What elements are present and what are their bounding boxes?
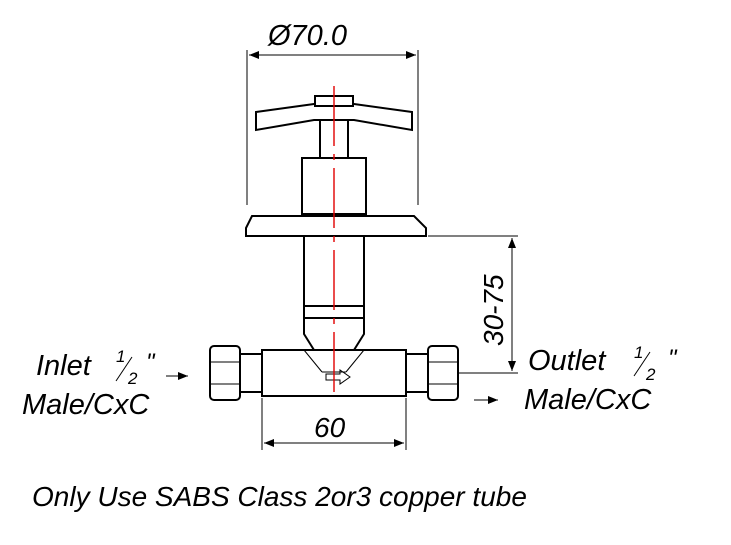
outlet-label: Outlet 1 2 " Male/CxC	[524, 343, 678, 416]
outlet-inch-mark: "	[668, 345, 678, 372]
outlet-word: Outlet	[528, 345, 607, 377]
outlet-fraction-numerator: 1	[634, 343, 643, 362]
diameter-label: Ø70.0	[267, 20, 347, 52]
height-dimension: 30-75	[428, 235, 518, 374]
inlet-label: Inlet 1 2 " Male/CxC	[22, 347, 156, 421]
inlet-type: Male/CxC	[22, 389, 150, 421]
usage-note: Only Use SABS Class 2or3 copper tube	[32, 481, 527, 512]
inlet-word: Inlet	[36, 350, 93, 382]
inlet-inch-mark: "	[146, 349, 156, 376]
inlet-fraction-numerator: 1	[116, 347, 125, 366]
inlet-fraction-denominator: 2	[127, 369, 138, 388]
height-label: 30-75	[478, 274, 509, 346]
outlet-type: Male/CxC	[524, 384, 652, 416]
outlet-fitting	[405, 345, 480, 401]
cover-flange	[245, 215, 427, 237]
width-dimension: 60	[261, 398, 407, 450]
width-label: 60	[314, 412, 346, 443]
outlet-fraction-denominator: 2	[645, 365, 656, 384]
inlet-fitting	[209, 345, 263, 401]
diameter-dimension: Ø70.0	[246, 20, 419, 205]
